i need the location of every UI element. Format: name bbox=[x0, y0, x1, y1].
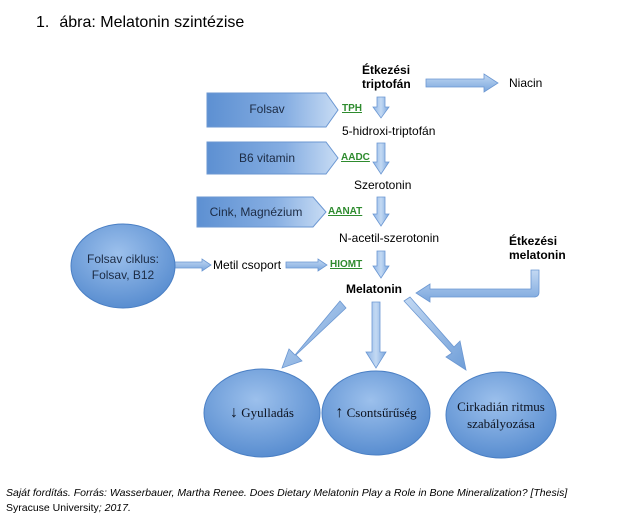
arrow-melatonin-to-circadian bbox=[403, 296, 467, 371]
source-caption: Saját fordítás. Forrás: Wasserbauer, Mar… bbox=[6, 486, 567, 516]
arrow-melatonin-to-bone bbox=[365, 301, 387, 369]
zinc-magnesium-pentagon bbox=[196, 196, 327, 228]
down-arrow-icon: ↓ bbox=[230, 404, 239, 421]
dietary-melatonin-label: Étkezési melatonin bbox=[509, 234, 566, 262]
circadian-label: Cirkadián ritmus szabályozása bbox=[446, 398, 556, 432]
b6-pentagon-label: B6 vitamin bbox=[238, 151, 296, 165]
figure-title-text: ábra: Melatonin szintézise bbox=[59, 14, 245, 31]
caption-year: ; 2017. bbox=[98, 502, 131, 514]
arrow-dietary-melatonin bbox=[415, 269, 540, 303]
hydroxytryptophan-label: 5-hidroxi-triptofán bbox=[342, 124, 436, 138]
enzyme-tph: TPH bbox=[342, 103, 362, 114]
niacin-label: Niacin bbox=[509, 76, 543, 90]
bone-density-text: Csontsűrűség bbox=[346, 405, 417, 420]
folate-cycle-line2: Folsav, B12 bbox=[91, 268, 155, 282]
bone-density-ellipse bbox=[321, 370, 431, 456]
bone-density-label: ↑ Csontsűrűség bbox=[322, 404, 430, 421]
enzyme-aanat: AANAT bbox=[328, 206, 363, 217]
melatonin-label: Melatonin bbox=[346, 282, 402, 296]
enzyme-aadc: AADC bbox=[341, 152, 370, 163]
folate-cycle-label: Folsav ciklus: Folsav, B12 bbox=[71, 251, 175, 283]
folate-cycle-line1: Folsav ciklus: bbox=[86, 252, 160, 266]
zinc-magnesium-pentagon-label: Cink, Magnézium bbox=[209, 205, 303, 219]
caption-line1: Saját fordítás. Forrás: Wasserbauer, Mar… bbox=[6, 487, 568, 499]
dietary-melatonin-line1: Étkezési bbox=[509, 234, 558, 248]
acetylserotonin-label: N-acetil-szerotonin bbox=[339, 231, 440, 245]
arrow-melatonin-to-inflammation bbox=[281, 300, 347, 369]
folate-pentagon-label: Folsav bbox=[249, 102, 285, 116]
up-arrow-icon: ↑ bbox=[335, 404, 344, 421]
dietary-tryptophan-line2: triptofán bbox=[362, 77, 411, 91]
arrow-trp-to-niacin bbox=[425, 73, 499, 93]
arrow-methyl-to-hiomt bbox=[285, 258, 328, 272]
caption-university: Syracuse University bbox=[6, 502, 99, 514]
figure-number: 1. bbox=[36, 14, 50, 31]
methyl-group-label: Metil csoport bbox=[213, 258, 282, 272]
dietary-tryptophan-label: Étkezési triptofán bbox=[362, 63, 411, 91]
folate-cycle-ellipse bbox=[70, 223, 176, 309]
inflammation-text: Gyulladás bbox=[241, 405, 294, 420]
circadian-line1: Cirkadián ritmus bbox=[457, 399, 545, 414]
serotonin-label: Szerotonin bbox=[354, 178, 412, 192]
arrow-5htp-to-serotonin bbox=[372, 142, 390, 175]
caption-line2: Syracuse University; 2017. bbox=[6, 501, 567, 516]
circadian-line2: szabályozása bbox=[467, 416, 535, 431]
figure-title: 1. ábra: Melatonin szintézise bbox=[36, 14, 244, 32]
arrow-nas-to-melatonin bbox=[372, 250, 390, 279]
inflammation-ellipse bbox=[203, 368, 321, 458]
b6-pentagon bbox=[206, 141, 339, 175]
folate-pentagon bbox=[206, 92, 339, 128]
dietary-tryptophan-line1: Étkezési bbox=[362, 63, 411, 77]
dietary-melatonin-line2: melatonin bbox=[509, 248, 566, 262]
arrow-serotonin-to-nas bbox=[372, 196, 390, 227]
inflammation-label: ↓ Gyulladás bbox=[204, 404, 320, 421]
circadian-ellipse bbox=[445, 371, 557, 459]
arrow-trp-to-5htp bbox=[372, 96, 390, 119]
enzyme-hiomt: HIOMT bbox=[330, 259, 363, 270]
arrow-folate-cycle-to-methyl bbox=[171, 258, 212, 272]
